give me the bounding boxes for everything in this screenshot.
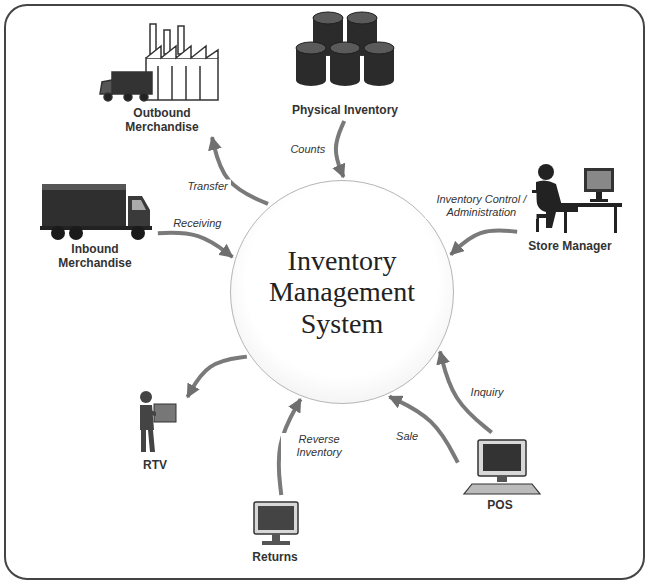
factory-icon xyxy=(100,24,218,101)
entity-node: Returns xyxy=(240,498,310,565)
edge-label: Sale xyxy=(393,429,421,442)
flow-arrow xyxy=(212,137,268,204)
entity-node: Physical Inventory xyxy=(288,8,403,118)
entity-label: POS xyxy=(487,498,512,512)
flow-arrow xyxy=(336,121,344,177)
entity-label: Inbound Merchandise xyxy=(50,242,140,270)
system-title: Inventory Management System xyxy=(252,245,432,339)
edge-label: Inquiry xyxy=(468,386,507,399)
entity-node: Inbound Merchandise xyxy=(35,178,155,271)
entity-label: Returns xyxy=(252,550,297,564)
flow-arrow xyxy=(451,230,517,254)
monitor-icon xyxy=(254,502,298,545)
drum-stack-icon xyxy=(296,12,394,86)
entity-label: Physical Inventory xyxy=(292,103,398,117)
flow-arrow xyxy=(187,357,246,397)
truck-icon xyxy=(40,184,152,240)
flow-arrow xyxy=(389,397,458,463)
manager-at-desk-icon xyxy=(528,164,622,233)
system-circle: Inventory Management System xyxy=(230,180,454,404)
entity-node: Outbound Merchandise xyxy=(101,20,223,135)
person-with-box-icon xyxy=(140,391,176,452)
entity-label: RTV xyxy=(143,458,167,472)
edge-label: Transfer xyxy=(185,179,231,192)
edge-label: Receiving xyxy=(170,217,224,230)
entity-label: Store Manager xyxy=(528,239,611,253)
edge-label: Reverse Inventory xyxy=(281,433,357,459)
flow-arrow xyxy=(158,233,233,257)
entity-node: RTV xyxy=(125,385,185,473)
frame-border xyxy=(5,5,644,579)
pos-terminal-icon xyxy=(464,440,540,494)
edge-label: Counts xyxy=(287,142,328,155)
edge-label: Inventory Control / Administration xyxy=(426,193,537,219)
entity-node: POS xyxy=(460,435,540,513)
entity-label: Outbound Merchandise xyxy=(117,106,207,134)
